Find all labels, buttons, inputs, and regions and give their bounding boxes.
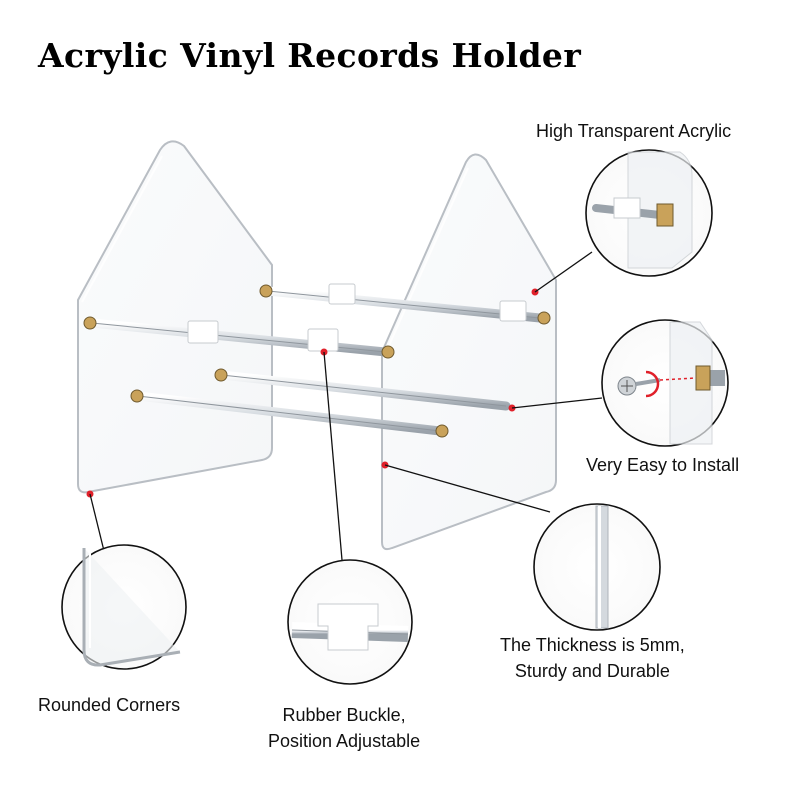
label-thickness-line2: Sturdy and Durable	[514, 661, 670, 682]
right-acrylic-panel	[381, 153, 557, 551]
label-rubber-buckle-line1: Rubber Buckle,	[282, 705, 406, 725]
buckle-3	[187, 320, 219, 344]
label-thickness-line1: The Thickness is 5mm,	[500, 635, 685, 655]
label-very-easy-to-install: Very Easy to Install	[586, 455, 740, 475]
label-rounded-corners: Rounded Corners	[38, 695, 181, 715]
detail-lens-buckle	[287, 559, 413, 685]
buckle-4	[307, 328, 339, 352]
detail-lens-install	[601, 319, 729, 447]
detail-lens-thickness	[533, 503, 661, 631]
page-title: Acrylic Vinyl Records Holder	[38, 36, 582, 75]
buckle-2	[499, 300, 527, 322]
detail-lens-corners	[61, 544, 187, 670]
rod-bottom	[130, 389, 449, 438]
label-thickness: The Thickness is 5mm, Sturdy and Durable	[500, 632, 685, 684]
label-rubber-buckle: Rubber Buckle, Position Adjustable	[268, 702, 420, 754]
label-rubber-buckle-line2: Position Adjustable	[268, 731, 421, 752]
rod-top-back	[259, 284, 551, 325]
left-acrylic-panel	[77, 140, 273, 494]
buckle-1	[328, 283, 356, 305]
support-rods	[83, 284, 551, 438]
leader-lines	[89, 251, 603, 561]
rubber-buckles	[187, 283, 527, 352]
label-high-transparent-acrylic: High Transparent Acrylic	[536, 121, 732, 141]
rod-middle	[214, 368, 511, 411]
detail-lens-acrylic	[585, 149, 713, 277]
